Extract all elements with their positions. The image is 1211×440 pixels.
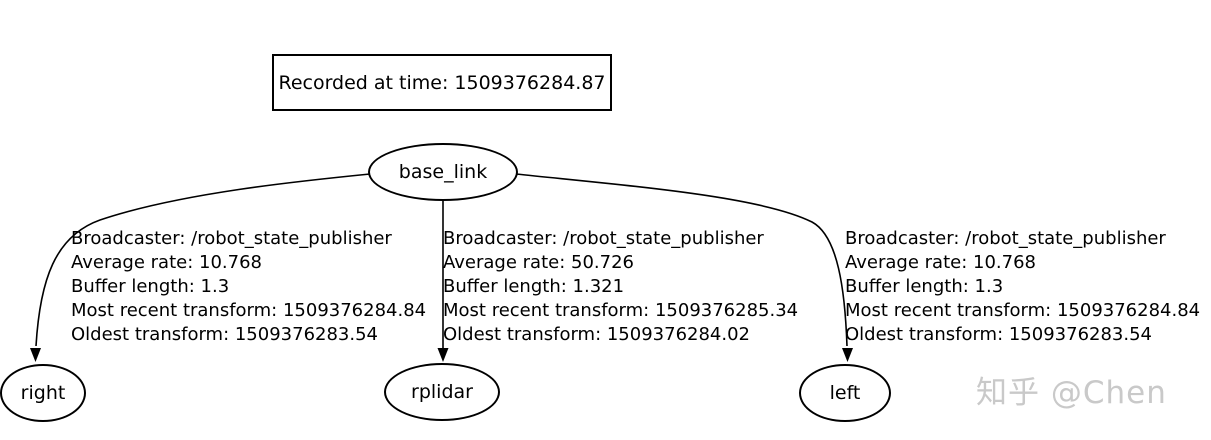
node-base-link: base_link <box>368 143 518 201</box>
node-right-label: right <box>20 382 66 404</box>
edge-label-line: Average rate: 50.726 <box>443 252 634 273</box>
node-rplidar: rplidar <box>384 363 500 421</box>
edge-label-line: Average rate: 10.768 <box>71 252 262 273</box>
edge-label-line: Average rate: 10.768 <box>845 252 1036 273</box>
arrowhead-rplidar <box>437 348 449 362</box>
edge-label-line: Broadcaster: /robot_state_publisher <box>71 228 392 249</box>
edge-label-line: Oldest transform: 1509376283.54 <box>71 324 379 345</box>
edge-label-line: Buffer length: 1.321 <box>443 276 625 297</box>
node-right: right <box>0 364 86 422</box>
edge-label-line: Buffer length: 1.3 <box>71 276 230 297</box>
node-base-link-label: base_link <box>398 161 488 183</box>
watermark: 知乎 @Chen <box>976 375 1167 411</box>
edge-base-link-right <box>35 173 371 347</box>
node-left: left <box>799 364 891 422</box>
edge-label-line: Buffer length: 1.3 <box>845 276 1004 297</box>
node-left-label: left <box>829 382 861 404</box>
recorded-time-text: Recorded at time: 1509376284.87 <box>278 71 606 94</box>
edge-label-line: Oldest transform: 1509376283.54 <box>845 324 1153 345</box>
edge-label-rplidar: Broadcaster: /robot_state_publisher Aver… <box>443 227 798 347</box>
edge-label-line: Broadcaster: /robot_state_publisher <box>443 228 764 249</box>
edge-label-line: Oldest transform: 1509376284.02 <box>443 324 751 345</box>
edge-label-right: Broadcaster: /robot_state_publisher Aver… <box>71 227 426 347</box>
edge-label-line: Broadcaster: /robot_state_publisher <box>845 228 1166 249</box>
recorded-time-box: Recorded at time: 1509376284.87 <box>272 54 612 111</box>
edge-label-line: Most recent transform: 1509376285.34 <box>443 300 799 321</box>
edge-label-left: Broadcaster: /robot_state_publisher Aver… <box>845 227 1200 347</box>
edge-label-line: Most recent transform: 1509376284.84 <box>71 300 427 321</box>
edge-base-link-left <box>515 173 848 347</box>
node-rplidar-label: rplidar <box>411 381 473 403</box>
arrowhead-left <box>842 348 853 362</box>
arrowhead-right <box>30 348 41 362</box>
edge-label-line: Most recent transform: 1509376284.84 <box>845 300 1201 321</box>
